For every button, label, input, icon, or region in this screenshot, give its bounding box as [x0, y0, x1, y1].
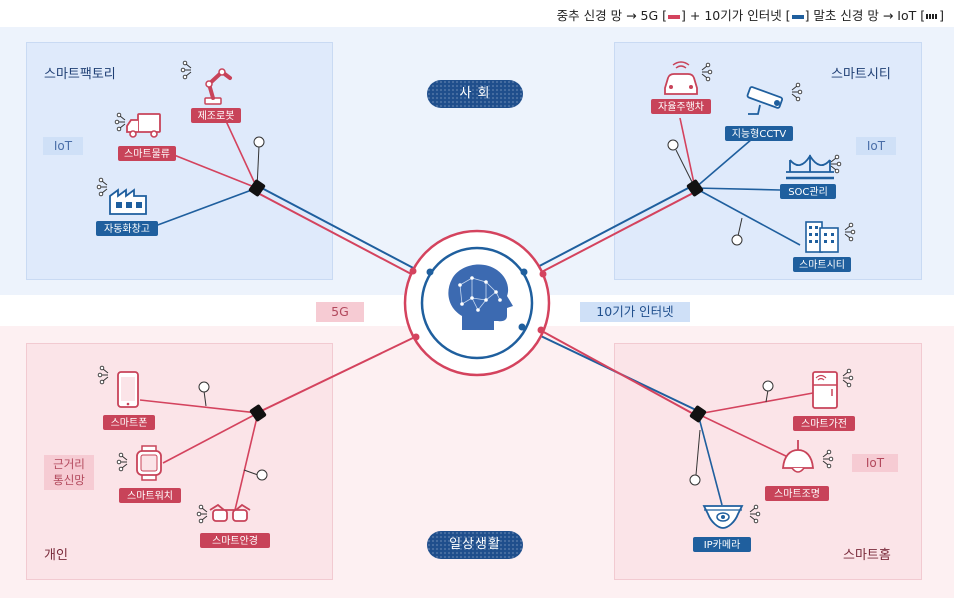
smart-logistics-label: 스마트물류: [124, 148, 170, 160]
legend-internet-swatch: [791, 14, 804, 19]
smart-glasses-label: 스마트안경: [212, 534, 258, 547]
smart-city-title: 스마트시티: [831, 67, 891, 82]
intelligent-cctv-label-bg: [725, 126, 793, 141]
connector-nodes: [248, 179, 707, 423]
manufacturing-robot-label-bg: [191, 108, 241, 123]
intelligent-cctv-label: 지능형CCTV: [732, 128, 787, 140]
legend-text-3: ] 말초 신경 망 → IoT [: [804, 8, 926, 23]
ip-camera-label-bg: [693, 537, 751, 552]
smart-lighting-icon: [782, 440, 834, 473]
delivery-truck-icon: [114, 112, 161, 138]
smart-lighting-label: 스마트조명: [774, 488, 820, 500]
smart-city-iot-tag: IoT: [856, 137, 896, 155]
legend: 중추 신경 망 → 5G [ ] + 10기가 인터넷 [ ] 말초 신경 망 → …: [557, 5, 944, 24]
smart-glasses-icon: [196, 503, 251, 524]
manufacturing-robot-label: 제조로봇: [198, 110, 235, 122]
automated-warehouse-label: 자동화창고: [104, 223, 150, 235]
ai-head-icon: [448, 264, 513, 330]
bridge-icon: [786, 154, 842, 180]
central-hub: [403, 229, 551, 377]
smart-appliance-label-bg: [793, 416, 855, 431]
smart-appliance-label: 스마트가전: [801, 418, 847, 430]
legend-text-4: ]: [939, 8, 944, 23]
short-range-network-tag: 근거리 통신망: [44, 455, 94, 490]
legend-5g-swatch: [668, 14, 681, 19]
society-pill: 사 회: [427, 80, 523, 108]
smart-home-links: [689, 380, 814, 506]
backbone-links: [253, 184, 700, 418]
daily-life-pill: 일상생활: [427, 531, 523, 559]
smart-factory-iot-tag: IoT: [43, 137, 83, 155]
smart-city-panel: [614, 42, 922, 280]
smartphone-icon: [97, 365, 139, 408]
internet-label: 10기가 인터넷: [580, 302, 690, 322]
smartphone-label-bg: [103, 415, 155, 430]
fiveg-label: 5G: [316, 302, 364, 322]
autonomous-car-icon: [664, 61, 713, 95]
smart-logistics-label-bg: [118, 146, 176, 161]
ip-camera-icon: [702, 504, 761, 529]
smart-factory-title: 스마트팩토리: [44, 67, 116, 82]
robot-arm-icon: [180, 60, 232, 105]
smart-glasses-label-bg: [200, 533, 270, 548]
smart-home-title: 스마트홈: [843, 548, 891, 563]
smartphone-label: 스마트폰: [111, 417, 148, 429]
city-buildings-icon: [805, 221, 856, 253]
autonomous-car-label: 자율주행차: [658, 101, 704, 113]
ip-camera-label: IP카메라: [704, 539, 741, 551]
smart-factory-panel: [26, 42, 333, 280]
legend-text-2: ] + 10기가 인터넷 [: [681, 8, 791, 23]
smart-city-label-bg: [793, 257, 851, 272]
smart-lighting-label-bg: [765, 486, 829, 501]
smart-home-iot-tag: IoT: [852, 454, 898, 472]
soc-management-label-bg: [780, 184, 836, 199]
smart-city-links: [667, 117, 801, 246]
personal-links: [139, 381, 268, 511]
smart-appliance-icon: [812, 368, 854, 409]
autonomous-car-label-bg: [651, 99, 711, 114]
automated-warehouse-label-bg: [96, 221, 158, 236]
legend-text-1: 중추 신경 망 → 5G [: [556, 8, 668, 23]
personal-title: 개인: [44, 548, 68, 563]
soc-management-label: SOC관리: [788, 186, 828, 198]
legend-iot-swatch: [926, 14, 939, 19]
warehouse-icon: [96, 177, 147, 215]
smartwatch-label-bg: [119, 488, 181, 503]
smartwatch-icon: [116, 445, 162, 481]
smart-city-device-label: 스마트시티: [799, 259, 845, 271]
smart-factory-links: [154, 120, 265, 227]
cctv-icon: [746, 82, 803, 115]
smartwatch-label: 스마트워치: [127, 489, 173, 502]
